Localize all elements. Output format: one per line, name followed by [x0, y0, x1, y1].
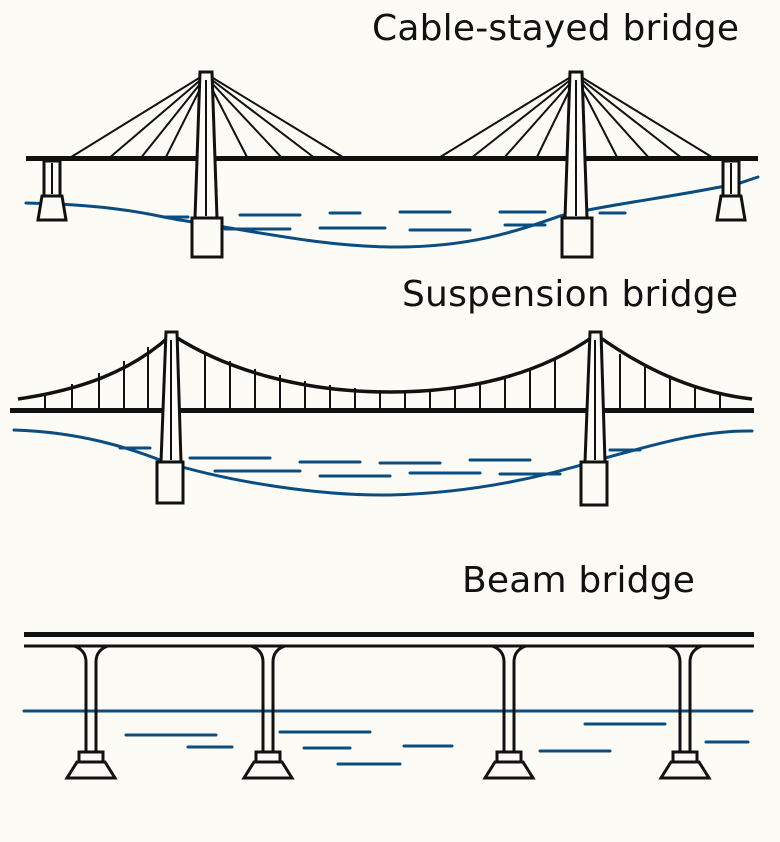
- suspension-bridge-title: Suspension bridge: [402, 274, 739, 315]
- suspension-main-cable: [17, 334, 753, 401]
- beam-bridge-illustration: [22, 632, 754, 780]
- beam-pier-3: [482, 644, 536, 780]
- cable-stayed-cables: [67, 74, 716, 160]
- beam-pier-4: [658, 644, 712, 780]
- beam-pier-2: [241, 644, 295, 780]
- cable-stayed-pylon-left: [190, 70, 224, 259]
- suspension-tower-right: [579, 330, 609, 507]
- beam-pier-1: [64, 644, 118, 780]
- suspension-water: [12, 428, 754, 497]
- suspension-deck: [10, 408, 754, 413]
- suspension-bridge-illustration: [10, 330, 754, 507]
- cable-stayed-bridge-illustration: [24, 70, 760, 259]
- cable-stayed-end-pier-right: [715, 159, 747, 222]
- beam-deck-top: [24, 632, 754, 637]
- cable-stayed-water: [24, 175, 760, 249]
- cable-stayed-bridge-title: Cable-stayed bridge: [372, 8, 740, 49]
- beam-bridge-title: Beam bridge: [462, 560, 696, 601]
- cable-stayed-end-pier-left: [36, 159, 68, 222]
- cable-stayed-deck: [26, 156, 758, 161]
- beam-water: [22, 709, 754, 766]
- cable-stayed-pylon-right: [560, 70, 594, 259]
- suspension-tower-left: [155, 330, 185, 505]
